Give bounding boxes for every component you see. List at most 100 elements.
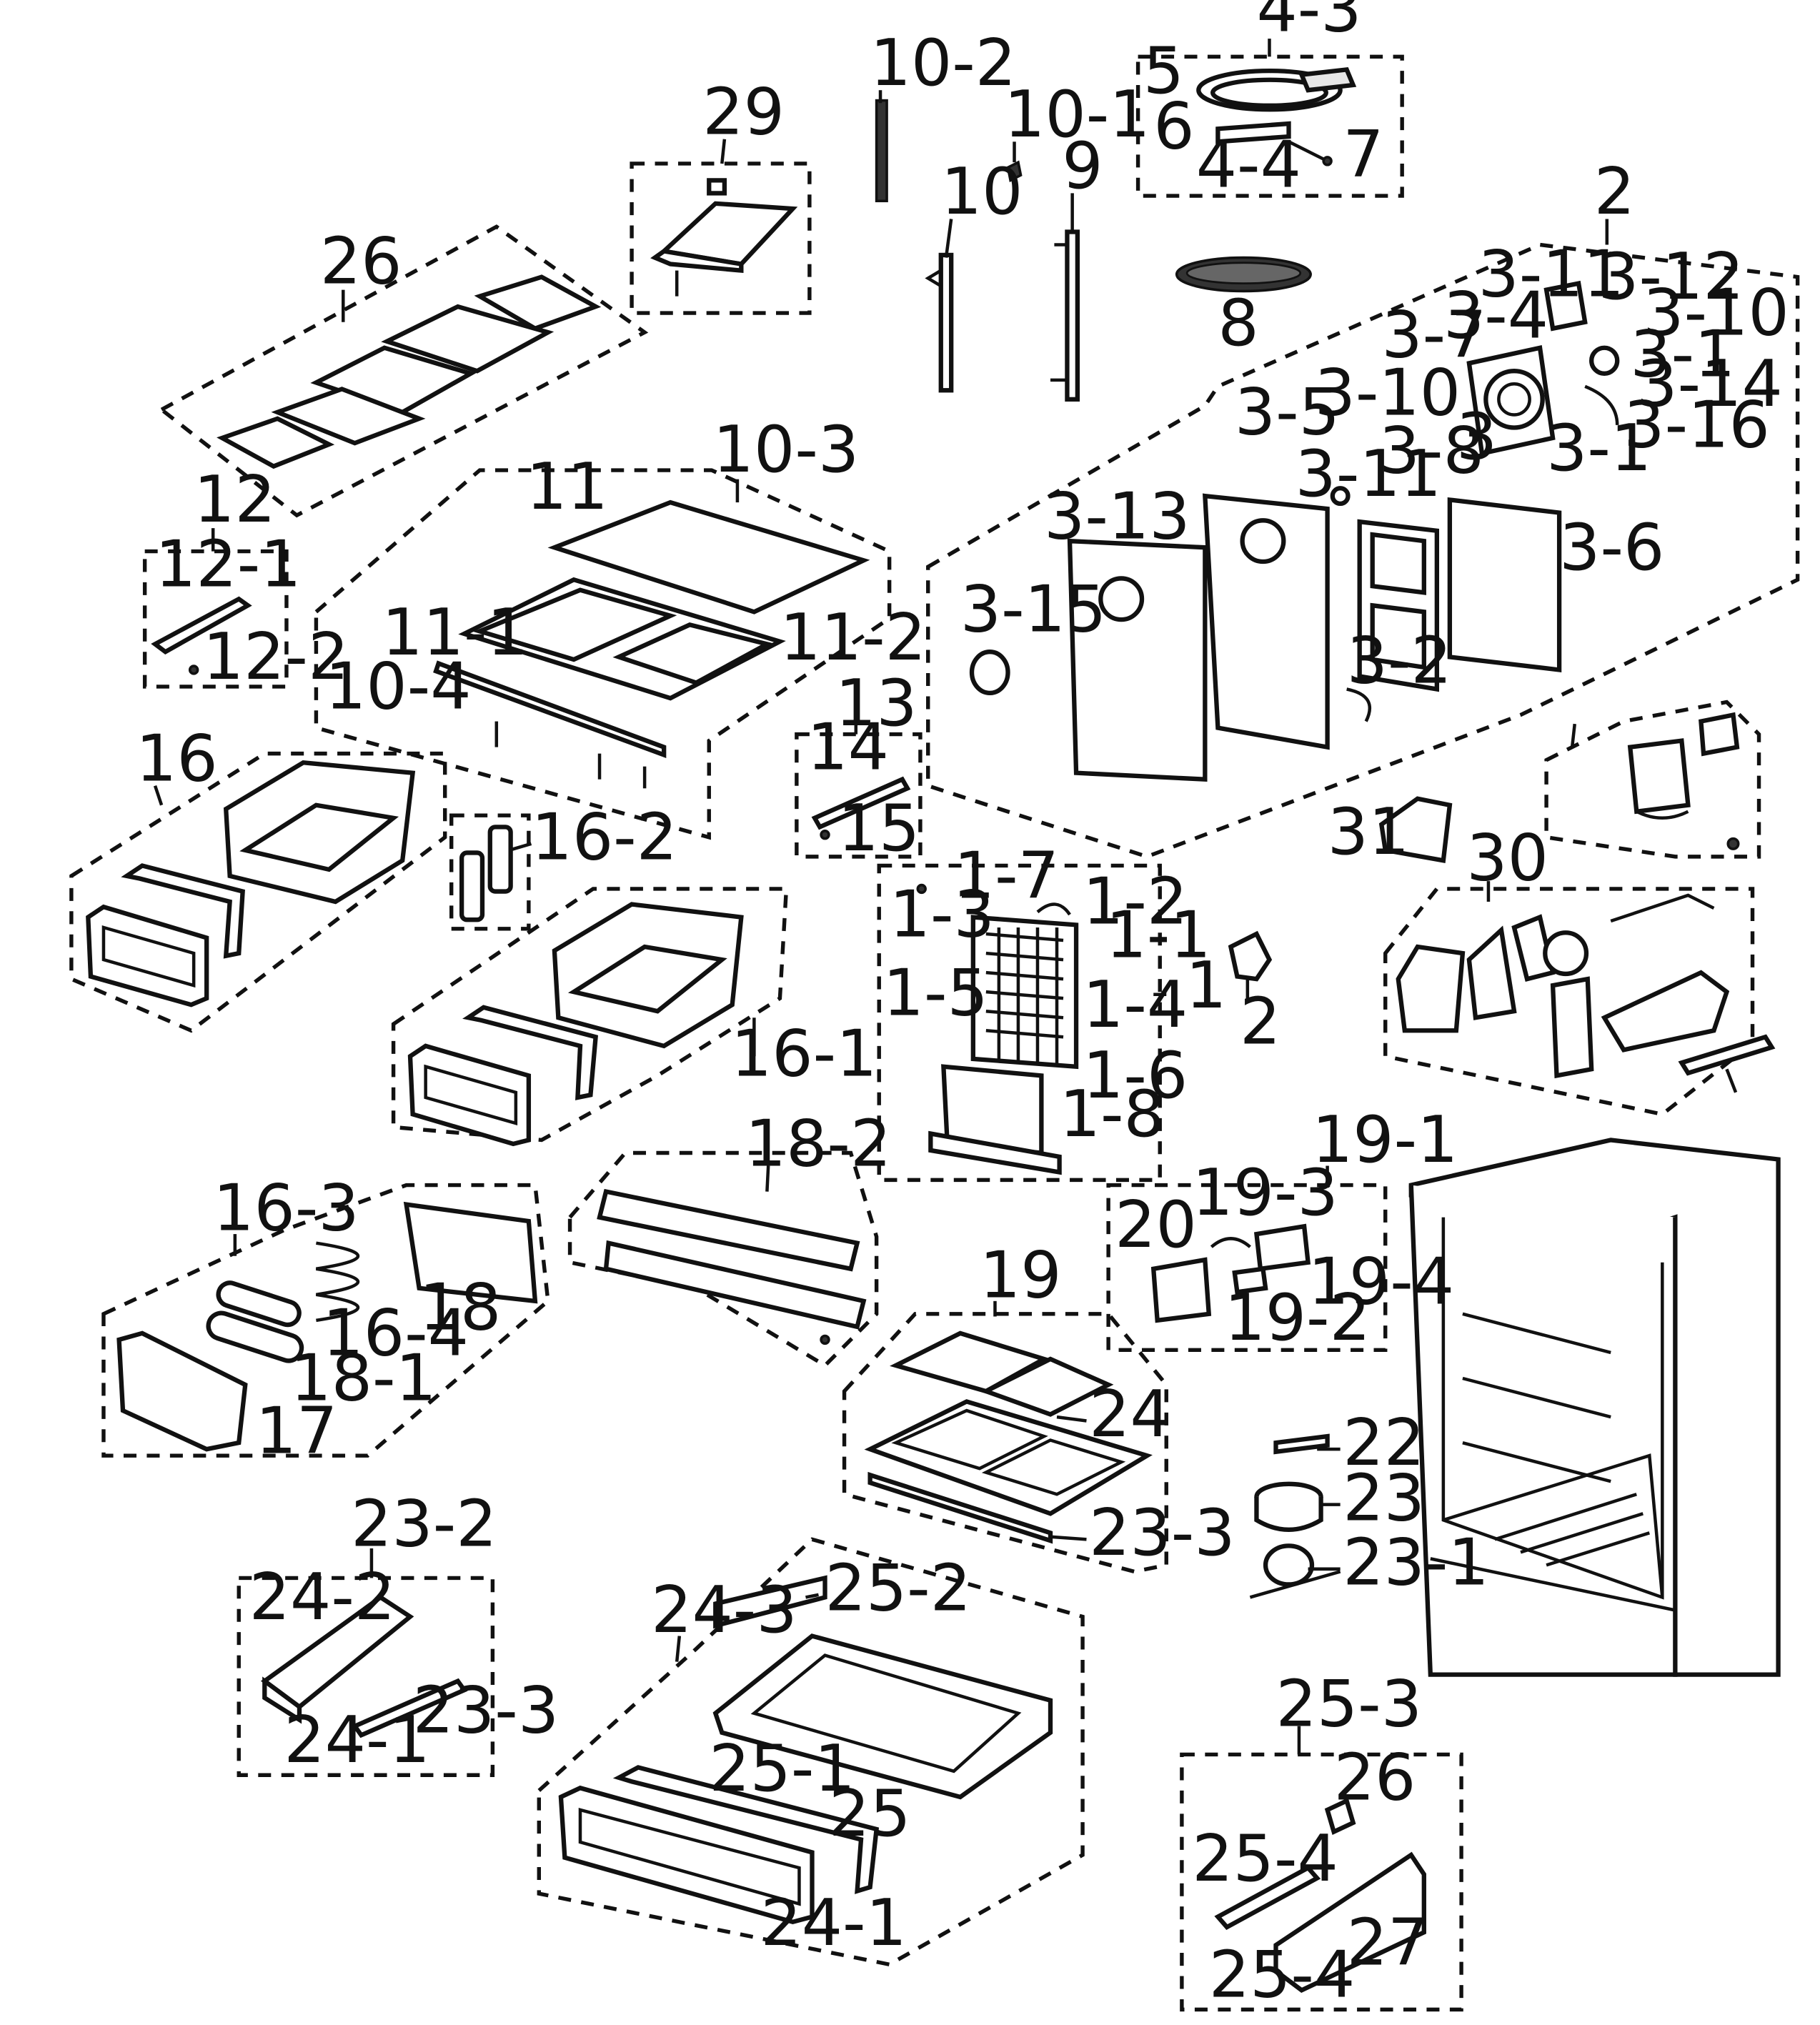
- part-28-dispenser: [1396, 893, 1730, 1079]
- callout-1: 1: [1185, 948, 1226, 1023]
- group-1-box: [877, 863, 1162, 1183]
- part-2-bracket: [1228, 930, 1273, 982]
- group-19-box: [1106, 1183, 1388, 1353]
- callout-20: 22: [1343, 1405, 1425, 1481]
- callout-17: 18-2: [745, 1107, 892, 1182]
- callout-4-2: 5: [1143, 34, 1184, 109]
- callout-23-1: 24-1: [284, 1703, 430, 1778]
- callout-1-7: 1-7: [954, 839, 1059, 914]
- callout-3-18: 3-16: [1623, 388, 1770, 463]
- group-3-box: [926, 242, 1800, 859]
- group-23-box: [237, 1576, 495, 1777]
- callout-10-4: 11-2: [780, 600, 926, 675]
- callout-3: 2: [1594, 154, 1635, 229]
- callout-25-1: 25-4: [1209, 1937, 1356, 2012]
- group-25-box: [1180, 1752, 1463, 2012]
- callout-29: 31: [1328, 795, 1410, 870]
- callout-10: 10-3: [713, 412, 860, 487]
- part-12-rail: [811, 776, 911, 840]
- part-11-rail: [151, 596, 252, 675]
- callout-1-5: 1-5: [883, 956, 988, 1031]
- callout-12-2: 15: [838, 791, 920, 866]
- callout-3-15: 3-13: [1044, 479, 1190, 554]
- part-24-drawer: [558, 1575, 1053, 1925]
- part-27-bracket: [650, 178, 798, 297]
- part-16-filter: [116, 1201, 538, 1452]
- part-8-clip: [1006, 160, 1023, 183]
- callout-19: 19-1: [1312, 1103, 1458, 1178]
- callout-3-17: 3-15: [960, 572, 1107, 647]
- callout-3-14: 3-12: [1598, 239, 1744, 314]
- part-sketches: [86, 66, 1781, 1993]
- callout-27: 29: [702, 74, 785, 149]
- callout-16-4: 18-1: [290, 1341, 437, 1416]
- part-13-drawer: [86, 760, 416, 1007]
- callout-1-8: 1-8: [1060, 1077, 1165, 1152]
- group-27-box: [630, 161, 812, 315]
- callout-3-10: 3-10: [1315, 356, 1461, 431]
- part-30-icemaker-parts: [1627, 712, 1740, 850]
- group-17-box: [567, 1150, 879, 1368]
- callout-19-1: 19-2: [1224, 1280, 1371, 1355]
- callout-16-3: 18: [419, 1270, 502, 1345]
- group-30-box: [1544, 700, 1761, 859]
- group-15-box: [449, 813, 531, 931]
- part-4-tray: [1196, 66, 1357, 166]
- callout-3-4: 3-2: [1347, 623, 1452, 698]
- callout-8: 10-1: [1004, 77, 1150, 152]
- callout-3-1: 3-1: [1546, 411, 1651, 486]
- callout-1-6: 1-6: [1083, 1038, 1188, 1113]
- callout-3-13: 3-11: [1478, 237, 1625, 312]
- callout-5: 8: [1218, 286, 1258, 361]
- cabinet-outline: [1408, 1138, 1781, 1677]
- part-5-grille: [1175, 256, 1312, 293]
- callout-1-4: 1-4: [1083, 967, 1188, 1043]
- callout-3-12: 3-10: [1643, 276, 1789, 351]
- callout-4: 4-3: [1256, 0, 1361, 46]
- callout-1-2: 1-2: [1083, 865, 1188, 940]
- part-23-rail: [260, 1594, 468, 1738]
- callout-28: 30: [1466, 820, 1548, 895]
- part-6-rail: [1050, 229, 1080, 402]
- callout-16-2: 17: [256, 1394, 338, 1469]
- callout-18-2: 24: [1089, 1377, 1171, 1452]
- callout-11: 12: [194, 462, 276, 537]
- callout-22: 23-1: [1343, 1525, 1489, 1600]
- callout-3-8: 3-7: [1381, 297, 1486, 372]
- callout-25: 25-3: [1276, 1667, 1422, 1742]
- part-20-21-22: [1249, 1433, 1341, 1599]
- leader-lines: [153, 39, 1738, 1755]
- group-4-box: [1135, 54, 1404, 198]
- callout-23-2: 24-2: [249, 1560, 396, 1635]
- callout-4-1: 4-4: [1196, 127, 1301, 202]
- callout-11-2: 12-2: [203, 620, 349, 695]
- callout-24: 24-3: [651, 1573, 797, 1648]
- callout-12: 13: [835, 666, 918, 741]
- callout-4-4: 7: [1343, 117, 1383, 192]
- callout-14: 16-1: [731, 1016, 877, 1091]
- callout-11-1: 12-1: [155, 527, 302, 602]
- callout-2: 2: [1240, 984, 1281, 1059]
- group-outlines: [69, 54, 1800, 2012]
- callout-23-3: 23-3: [413, 1673, 560, 1748]
- callout-16-1: 16-4: [322, 1296, 469, 1371]
- callout-13: 16: [136, 721, 218, 796]
- callout-labels: 4-3 5 6 4-4 7 10-2 10-1 29 10 9 2 26 3-1…: [136, 0, 1789, 2012]
- part-31-trim: [1678, 1034, 1776, 1076]
- callout-3-9: 3-8: [1379, 414, 1484, 489]
- callout-3-6: 3-5: [1235, 375, 1340, 450]
- part-17-strips: [597, 1188, 867, 1345]
- part-14-drawer: [407, 902, 744, 1147]
- callout-19-4: 20: [1115, 1188, 1197, 1263]
- group-26-box: [158, 224, 649, 518]
- callout-4-3: 6: [1153, 89, 1194, 164]
- callout-9: 10-2: [870, 26, 1017, 101]
- callout-19-3: 19-4: [1308, 1244, 1455, 1319]
- part-3-assembly: [969, 280, 1620, 782]
- callout-18-1: 23-3: [1089, 1496, 1235, 1571]
- callout-24-2: 25: [829, 1776, 911, 1851]
- callout-3-7: 3-6: [1559, 510, 1664, 585]
- callout-15: 16-2: [531, 800, 677, 875]
- callout-21: 23: [1343, 1461, 1425, 1536]
